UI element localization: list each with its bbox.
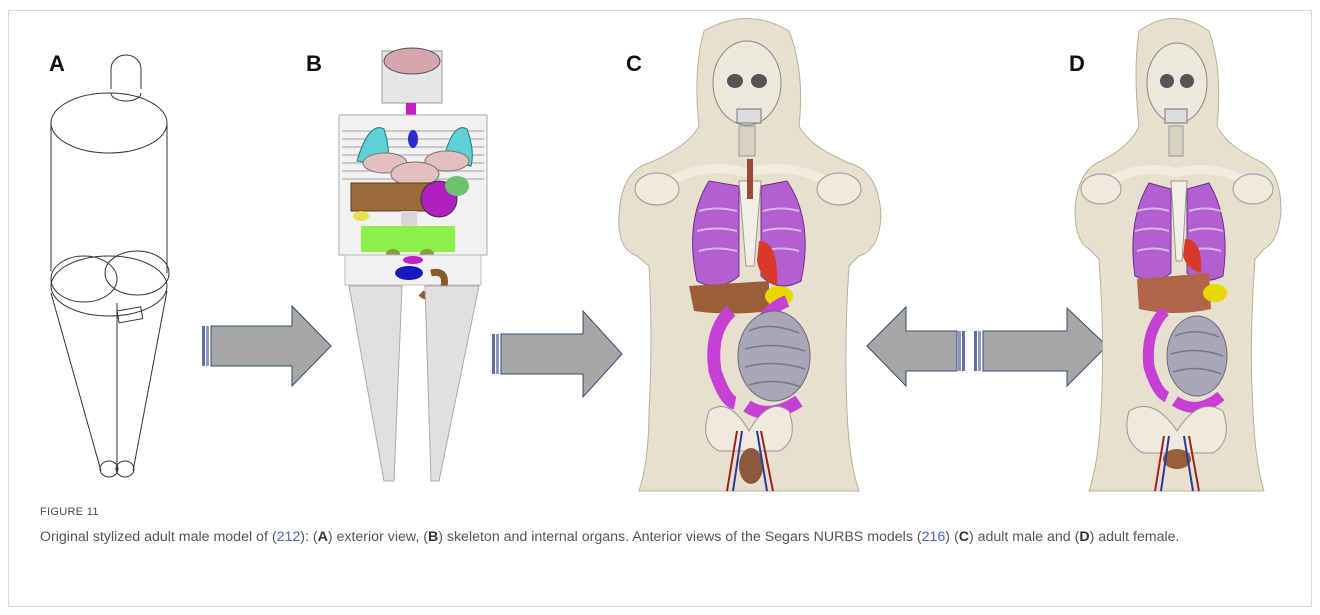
caption-text: ): (	[300, 529, 317, 545]
panel-label-c: C	[626, 51, 642, 76]
panel-label-b: B	[306, 51, 322, 76]
arrow-b-to-c	[492, 311, 622, 397]
arrow-a-to-b	[202, 306, 331, 386]
caption-text: Original stylized adult male model of (	[40, 529, 277, 545]
reference-link-212[interactable]: 212	[277, 529, 301, 545]
arrow-c-to-d	[974, 308, 1107, 386]
panel-a-line-model	[51, 55, 169, 477]
figure-frame: A B C D	[8, 10, 1312, 607]
caption-text: ) skeleton and internal organs. Anterior…	[438, 529, 921, 545]
panel-label-d: D	[1069, 51, 1085, 76]
figure-illustration: A B C D	[9, 11, 1313, 501]
panel-label-a: A	[49, 51, 65, 76]
caption-panel-ref-c: C	[959, 529, 969, 545]
caption-text: ) exterior view, (	[328, 529, 428, 545]
reference-link-216[interactable]: 216	[922, 529, 946, 545]
caption-text: ) adult female.	[1090, 529, 1180, 545]
arrow-d-to-c	[867, 307, 965, 386]
caption-text: ) adult male and (	[969, 529, 1079, 545]
figure-label: FIGURE 11	[40, 506, 99, 518]
caption-panel-ref-a: A	[318, 529, 328, 545]
caption-panel-ref-d: D	[1079, 529, 1089, 545]
panel-c-male-phantom	[619, 19, 881, 492]
caption-panel-ref-b: B	[428, 529, 438, 545]
panel-b-organ-model	[339, 48, 487, 481]
panel-d-female-phantom	[1075, 19, 1281, 492]
caption-text: ) (	[945, 529, 958, 545]
figure-caption: Original stylized adult male model of (2…	[40, 527, 1280, 548]
